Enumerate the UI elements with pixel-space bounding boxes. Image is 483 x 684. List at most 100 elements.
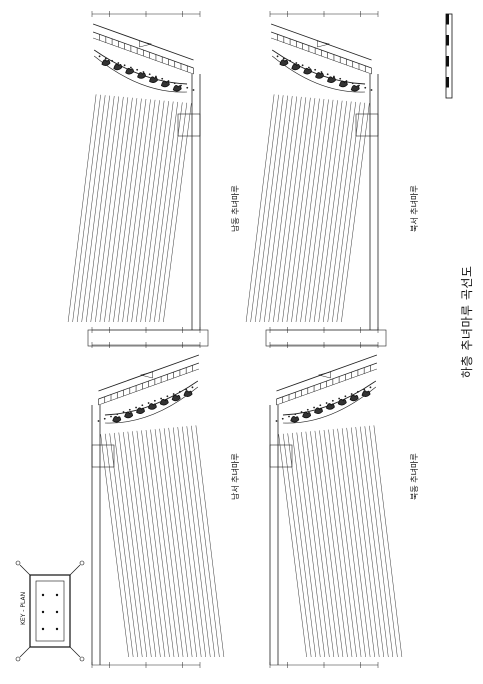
- tile-hatch: [72, 94, 101, 323]
- tile-hatch: [245, 94, 275, 323]
- tile-hatch: [154, 102, 183, 323]
- tile-hatch: [114, 432, 143, 658]
- section-label-south-east: 남동 추녀마루: [231, 185, 240, 232]
- ridge-line: [92, 31, 194, 69]
- tile-hatch: [254, 95, 284, 323]
- ornament: [338, 80, 348, 88]
- tile-hatch: [159, 428, 188, 658]
- direction-arrow: [139, 40, 152, 48]
- tile-hatch: [141, 430, 170, 658]
- ornament: [124, 411, 134, 419]
- ornament: [112, 415, 122, 423]
- tile-hatch: [123, 432, 152, 658]
- dot: [275, 420, 278, 422]
- dot: [313, 406, 315, 409]
- ornament: [350, 84, 360, 92]
- dot: [306, 408, 309, 411]
- dot: [307, 66, 310, 69]
- dot: [148, 73, 151, 76]
- dot: [136, 68, 139, 71]
- key-plan-marker: [15, 560, 21, 566]
- tile-hatch: [332, 429, 362, 658]
- ornament: [325, 403, 335, 410]
- tile-hatch: [328, 429, 357, 658]
- bracket-block: [355, 113, 379, 137]
- dot: [326, 73, 329, 76]
- tile-hatch: [118, 432, 148, 658]
- scale-bar-segment: [446, 77, 449, 88]
- key-plan-marker: [79, 656, 85, 662]
- ornament: [361, 390, 371, 397]
- dot: [191, 386, 194, 389]
- tile-hatch: [163, 428, 193, 658]
- dot: [172, 393, 175, 395]
- tile-hatch: [144, 101, 174, 323]
- ornament: [137, 72, 147, 79]
- ornament: [159, 398, 169, 406]
- key-plan-marker: [79, 560, 85, 566]
- tile-hatch: [67, 94, 97, 323]
- dot: [314, 68, 317, 71]
- ornament: [149, 76, 158, 83]
- tile-hatch: [310, 431, 339, 658]
- dot: [370, 89, 373, 91]
- tile-hatch: [250, 94, 279, 323]
- dot: [369, 386, 372, 389]
- key-plan-column: [55, 627, 59, 631]
- dot: [128, 408, 131, 411]
- tile-hatch: [273, 96, 302, 323]
- tile-hatch: [286, 98, 316, 323]
- tile-hatch: [291, 98, 320, 323]
- tile-hatch: [360, 426, 389, 658]
- ornament: [349, 394, 359, 402]
- ornament: [101, 59, 111, 66]
- ornament: [279, 59, 289, 66]
- drawing-title: 하층 추녀마루 곡선도: [460, 265, 474, 379]
- ridge-line: [98, 362, 200, 400]
- divider-block: [87, 329, 209, 347]
- tile-hatch: [318, 101, 347, 323]
- tile-hatch: [364, 426, 394, 658]
- dot: [325, 402, 328, 404]
- dot: [123, 64, 126, 67]
- tile-hatch: [100, 434, 129, 658]
- tile-hatch: [195, 425, 225, 658]
- tile-hatch: [300, 99, 329, 323]
- tile-hatch: [341, 103, 370, 323]
- tile-hatch: [127, 431, 157, 658]
- tile-hatch: [81, 95, 110, 323]
- dot: [161, 77, 164, 80]
- tile-hatch: [373, 425, 403, 658]
- section-south-east: [67, 11, 209, 347]
- dot: [338, 397, 341, 400]
- dot: [350, 393, 353, 395]
- dot: [141, 404, 144, 407]
- tile-hatch: [278, 434, 307, 658]
- ornament: [125, 67, 135, 75]
- dot: [301, 64, 304, 67]
- tile-hatch: [346, 427, 375, 658]
- tile-hatch: [109, 433, 138, 658]
- key-plan-diagonal: [19, 564, 31, 576]
- dot: [160, 397, 163, 400]
- tile-hatch: [295, 98, 325, 323]
- tile-hatch: [337, 428, 366, 658]
- tile-hatch: [319, 430, 348, 658]
- dot: [339, 77, 342, 80]
- dot: [135, 406, 137, 409]
- tile-hatch: [140, 101, 169, 323]
- key-plan-column: [55, 593, 59, 597]
- section-label-south-west: 남서 추녀마루: [231, 453, 240, 500]
- section-south-west: [91, 342, 225, 668]
- tile-hatch: [158, 102, 188, 323]
- tile-hatch: [305, 431, 335, 658]
- dot: [319, 404, 322, 407]
- tile-hatch: [104, 97, 133, 323]
- key-plan-column: [55, 610, 59, 614]
- ornament: [172, 84, 182, 92]
- tile-hatch: [277, 97, 307, 323]
- tile-hatch: [177, 427, 206, 658]
- tile-hatch: [191, 425, 220, 658]
- dot: [364, 86, 367, 89]
